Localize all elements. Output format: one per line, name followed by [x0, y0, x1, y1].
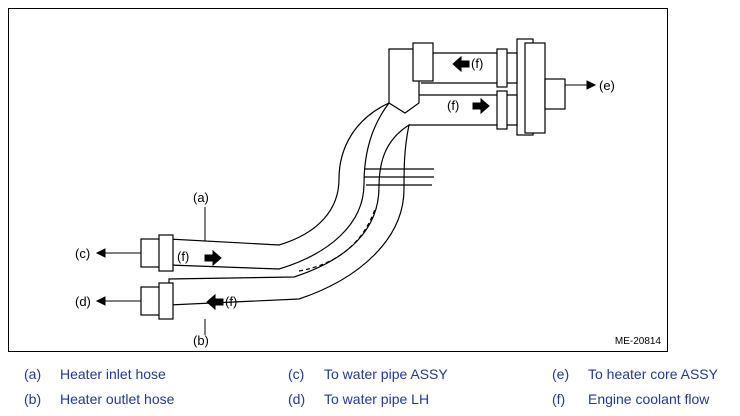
- legend-text: Engine coolant flow: [588, 391, 710, 407]
- flow-arrow-lower: [472, 97, 490, 115]
- outlet-hose-outline: [168, 123, 410, 306]
- legend-text: To water pipe ASSY: [324, 366, 448, 382]
- callout-e: (e): [599, 78, 615, 93]
- hose-ring-band: [364, 168, 434, 186]
- callout-b: (b): [193, 333, 209, 348]
- figure-id: ME-20814: [614, 336, 661, 347]
- legend-item-c: (c) To water pipe ASSY: [288, 366, 448, 382]
- legend-text: Heater outlet hose: [60, 391, 175, 407]
- hose-diagram: (a) (b) (c) (d) (e) (f) (f) (f) (f) ME-2…: [8, 8, 668, 352]
- flow-arrow-outlet: [206, 293, 224, 311]
- callout-d: (d): [75, 294, 91, 309]
- callout-f-inlet: (f): [177, 249, 189, 264]
- arrow-c: [95, 248, 106, 258]
- arrow-e: [586, 80, 597, 90]
- flow-arrow-inlet: [204, 249, 222, 267]
- callout-f-lower: (f): [447, 98, 459, 113]
- legend-item-d: (d) To water pipe LH: [288, 391, 429, 407]
- legend: (a) Heater inlet hose (b) Heater outlet ho…: [0, 362, 740, 416]
- callout-a: (a): [193, 190, 209, 205]
- heater-core-body: [524, 42, 546, 134]
- lower-clamp: [496, 90, 508, 130]
- legend-item-a: (a) Heater inlet hose: [24, 366, 166, 382]
- upper-pipe: [421, 52, 518, 84]
- legend-key: (d): [288, 391, 306, 407]
- legend-key: (c): [288, 366, 305, 382]
- legend-text: Heater inlet hose: [60, 366, 166, 382]
- heater-core-outlet: [544, 78, 566, 110]
- legend-text: To heater core ASSY: [588, 366, 718, 382]
- legend-key: (a): [24, 366, 42, 382]
- hose-drawing: (a) (b) (c) (d) (e) (f) (f) (f) (f): [75, 38, 615, 348]
- legend-key: (e): [552, 366, 570, 382]
- callout-f-outlet: (f): [225, 294, 237, 309]
- legend-item-e: (e) To heater core ASSY: [552, 366, 718, 382]
- callout-c: (c): [75, 246, 90, 261]
- flow-arrow-upper: [452, 55, 470, 73]
- hidden-line: [298, 208, 376, 272]
- arrow-d: [95, 296, 106, 306]
- callout-f-upper: (f): [471, 56, 483, 71]
- legend-key: (b): [24, 391, 42, 407]
- legend-item-b: (b) Heater outlet hose: [24, 391, 174, 407]
- upper-clamp: [496, 48, 508, 88]
- upper-connector-clamp: [412, 42, 434, 82]
- legend-key: (f): [552, 391, 566, 407]
- outlet-clamp: [158, 282, 174, 320]
- legend-text: To water pipe LH: [324, 391, 430, 407]
- inlet-clamp: [158, 234, 174, 272]
- legend-item-f: (f) Engine coolant flow: [552, 391, 709, 407]
- lower-pipe: [409, 94, 518, 126]
